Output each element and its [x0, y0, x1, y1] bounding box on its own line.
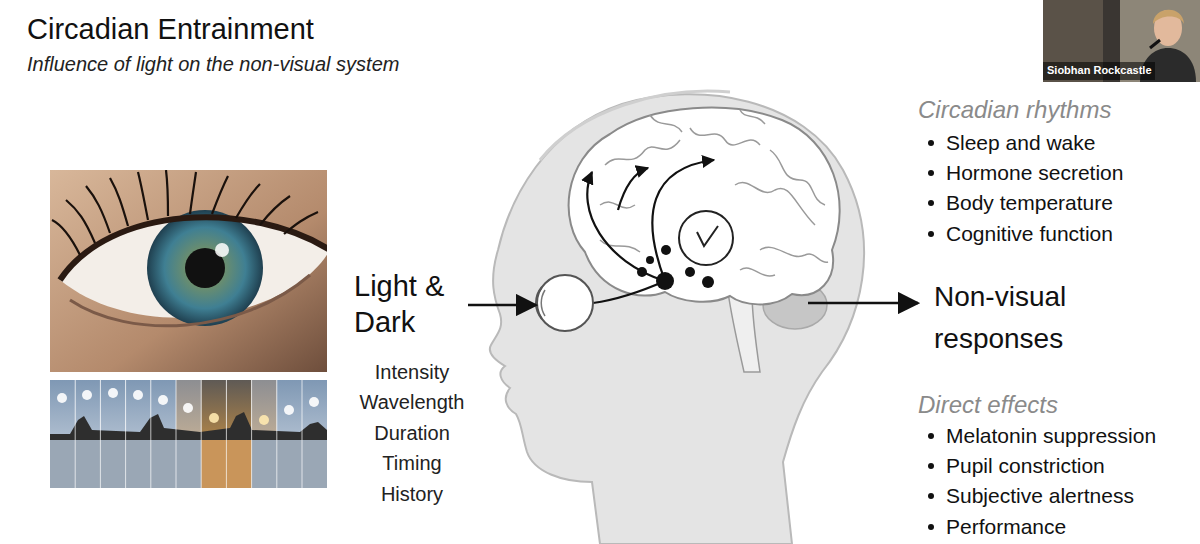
bullet-item: Pupil constriction	[946, 453, 1105, 478]
light-property: Duration	[332, 421, 492, 445]
bullet-dot	[928, 200, 934, 206]
bullet-dot	[928, 463, 934, 469]
bullet-dot	[928, 524, 934, 530]
light-property: History	[332, 482, 492, 506]
bullet-dot	[928, 493, 934, 499]
brain-folds	[600, 110, 828, 276]
eyeball-symbol	[536, 275, 593, 331]
head-silhouette	[490, 94, 864, 544]
clock-symbol	[679, 211, 733, 265]
bullet-dot	[928, 140, 934, 146]
light-property: Intensity	[332, 360, 492, 384]
section-heading: Circadian rhythms	[918, 95, 1111, 124]
nucleus-dots	[637, 245, 714, 290]
eye-photo	[50, 170, 327, 372]
output-label: Non-visual responses	[934, 276, 1099, 360]
bullet-item: Subjective alertness	[946, 483, 1134, 508]
light-property: Wavelength	[332, 390, 492, 414]
speaker-name: Siobhan Rockcastle	[1047, 64, 1152, 77]
bullet-dot	[928, 231, 934, 237]
bullet-item: Hormone secretion	[946, 160, 1123, 185]
bullet-item: Melatonin suppression	[946, 423, 1156, 448]
bullet-item: Body temperature	[946, 190, 1113, 215]
bullet-item: Sleep and wake	[946, 130, 1095, 155]
bullet-item: Performance	[946, 514, 1066, 539]
bullet-item: Cognitive function	[946, 221, 1113, 246]
bullet-dot	[928, 433, 934, 439]
webcam-inset	[1043, 0, 1200, 82]
daylight-strip	[50, 380, 327, 488]
section-heading: Direct effects	[918, 390, 1058, 419]
input-arrow	[468, 304, 536, 307]
subtitle: Influence of light on the non-visual sys…	[27, 52, 399, 76]
brain	[569, 108, 840, 305]
slide-title: Circadian Entrainment	[27, 12, 314, 47]
input-label: Light & Dark	[354, 268, 466, 340]
output-arrow	[808, 302, 918, 305]
bullet-dot	[928, 170, 934, 176]
light-property: Timing	[332, 451, 492, 475]
